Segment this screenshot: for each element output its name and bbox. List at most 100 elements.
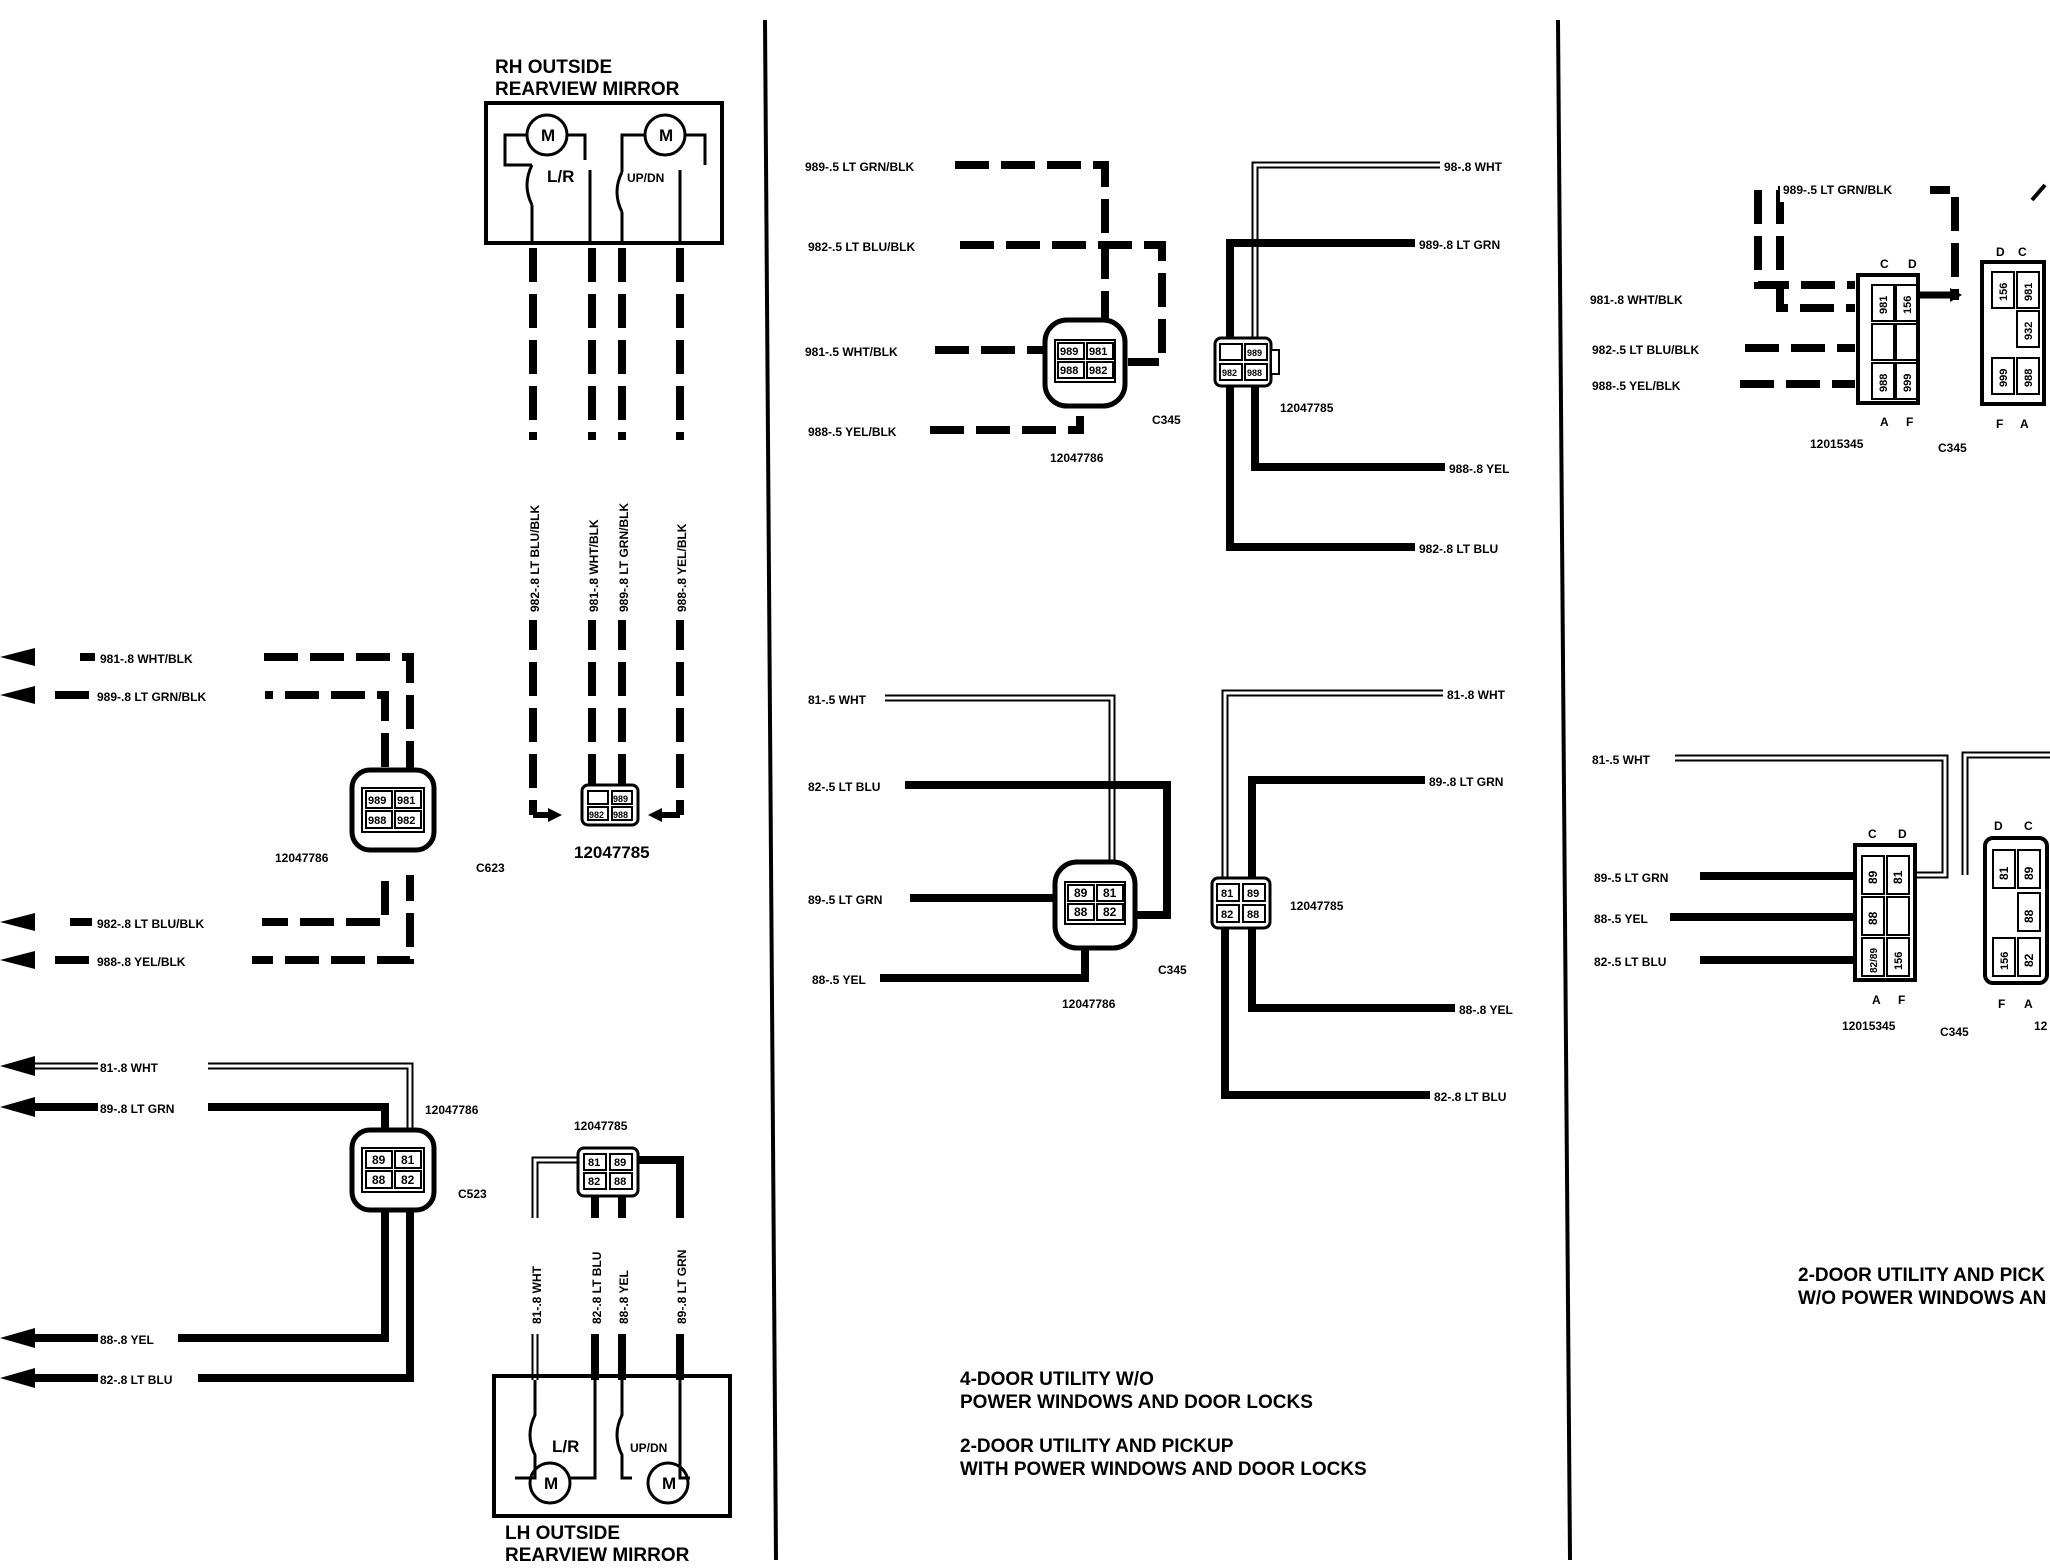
- wire-label: 981-.8 WHT/BLK: [1590, 293, 1683, 307]
- pin-label: 81: [1891, 870, 1905, 884]
- pin-letter: D: [1994, 819, 2003, 833]
- wire-label: 988-.8 YEL: [1449, 462, 1509, 476]
- pin-letter: F: [1996, 417, 2003, 431]
- pin-label: 988: [1878, 374, 1890, 392]
- wire-label: 989-.8 LT GRN/BLK: [97, 690, 206, 704]
- pin-letter: D: [1996, 245, 2005, 259]
- lh-wire-label: 89-.8 LT GRN: [675, 1250, 689, 1324]
- wire-label: 82-.5 LT BLU: [1594, 955, 1666, 969]
- right-bottom-mating-connector: D C 81 89 88 156 82 F A 12: [1983, 819, 2049, 1033]
- pin-label: 982: [1222, 368, 1237, 378]
- wire-label: 89-.8 LT GRN: [1429, 775, 1503, 789]
- rh-mirror-title-2: REARVIEW MIRROR: [495, 79, 680, 100]
- pin-label: 156: [1893, 952, 1905, 970]
- wire-label: 88-.5 YEL: [812, 973, 866, 987]
- connector-id: C345: [1158, 963, 1187, 977]
- lh-mirror-title-1: LH OUTSIDE: [505, 1523, 620, 1544]
- left-upper-connector: 989 981 988 982 12047786 C623: [275, 767, 505, 875]
- connector-id: C523: [458, 1187, 487, 1201]
- rh-wire-label: 989-.8 LT GRN/BLK: [617, 503, 631, 612]
- pin-label: 81: [1997, 866, 2011, 880]
- lh-wire-label: 88-.8 YEL: [617, 1270, 631, 1324]
- part-number: 12015345: [1810, 437, 1864, 451]
- wire-label: 89-.5 LT GRN: [1594, 871, 1668, 885]
- pin-letter: C: [2018, 245, 2027, 259]
- mid-top-wire-labels: 989-.5 LT GRN/BLK 982-.5 LT BLU/BLK 981-…: [805, 160, 915, 439]
- wire-label: 88-.8 YEL: [1459, 1003, 1513, 1017]
- wire-label: 982-.8 LT BLU/BLK: [97, 917, 204, 931]
- caption-line: WITH POWER WINDOWS AND DOOR LOCKS: [960, 1459, 1367, 1480]
- pin-label: 982: [397, 815, 415, 827]
- pin-label: 88: [372, 1173, 386, 1187]
- part-number: 12047786: [425, 1103, 479, 1117]
- motor-updn-label: UP/DN: [627, 171, 664, 185]
- wire-label: 82-.8 LT BLU: [100, 1373, 172, 1387]
- pin-label: 988: [1247, 368, 1262, 378]
- pin-letter: A: [2024, 997, 2033, 1011]
- motor-m-label: M: [544, 1474, 558, 1493]
- rh-wire-label: 982-.8 LT BLU/BLK: [528, 505, 542, 612]
- mid-top-right-labels: 98-.8 WHT 989-.8 LT GRN 988-.8 YEL 982-.…: [1419, 160, 1509, 556]
- pin-letter: F: [1898, 993, 1905, 1007]
- wire-label: 89-.8 LT GRN: [100, 1102, 174, 1116]
- pin-label: 156: [1998, 283, 2010, 301]
- pin-label: 156: [1902, 296, 1914, 314]
- right-top-wires: [1740, 186, 1959, 388]
- right-top-labels: 989-.5 LT GRN/BLK 981-.8 WHT/BLK 982-.5 …: [1590, 178, 1930, 393]
- rh-wire-label: 988-.8 YEL/BLK: [675, 523, 689, 612]
- mid-bot-connector-a: 89 81 88 82 12047786 C345: [1052, 859, 1187, 1011]
- arrow-icons: [0, 648, 35, 969]
- pin-label: 981: [2023, 283, 2035, 301]
- right-top-connector: C D 981 156 988 999 A F 12015345 C345: [1810, 257, 1967, 455]
- arrow-icons: [0, 1056, 35, 1388]
- right-captions: 2-DOOR UTILITY AND PICK W/O POWER WINDOW…: [1798, 1265, 2046, 1309]
- part-number: 12047785: [1280, 401, 1334, 415]
- right-top-mating-connector: D C 156 981 932 999 988 F A: [1918, 183, 2047, 431]
- pin-label: 81: [1221, 888, 1233, 900]
- right-bottom-connector: C D 89 81 88 82/89 156 A F 12015345 C345: [1842, 827, 1969, 1039]
- caption-line: 2-DOOR UTILITY AND PICK: [1798, 1265, 2045, 1286]
- pin-letter: F: [1998, 997, 2005, 1011]
- pin-label: 88: [1866, 911, 1880, 925]
- part-number: 12047785: [1290, 899, 1344, 913]
- pin-label: 81: [588, 1157, 600, 1169]
- mid-top-connector-a: 989 981 988 982 12047786 C345: [1042, 317, 1181, 465]
- pin-label: 81: [1103, 886, 1117, 900]
- rh-connector: 989 982 988 12047785: [574, 783, 650, 862]
- pin-label: 989: [613, 794, 628, 804]
- pin-letter: C: [1880, 257, 1889, 271]
- motor-lr-label: L/R: [552, 1437, 579, 1456]
- mid-bot-left-labels: 81-.5 WHT 82-.5 LT BLU 89-.5 LT GRN 88-.…: [808, 693, 882, 987]
- caption-line: POWER WINDOWS AND DOOR LOCKS: [960, 1392, 1313, 1413]
- pin-label: 932: [2023, 322, 2035, 340]
- wire-label: 982-.5 LT BLU/BLK: [1592, 343, 1699, 357]
- part-number: 12047785: [574, 1119, 628, 1133]
- pin-label: 82: [588, 1176, 600, 1188]
- pin-label: 88: [1074, 905, 1088, 919]
- mid-captions: 4-DOOR UTILITY W/O POWER WINDOWS AND DOO…: [960, 1369, 1367, 1480]
- pin-label: 981: [1878, 296, 1890, 314]
- wire-label: 988-.8 YEL/BLK: [97, 955, 186, 969]
- wire-label: 988-.5 YEL/BLK: [808, 425, 897, 439]
- pin-label: 989: [368, 795, 386, 807]
- part-number: 12047786: [1062, 997, 1116, 1011]
- wire-label: 989-.5 LT GRN/BLK: [805, 160, 914, 174]
- wire-label: 81-.8 WHT: [100, 1061, 159, 1075]
- connector-id: C623: [476, 861, 505, 875]
- pin-label: 82: [2022, 953, 2036, 967]
- pin-letter: A: [1880, 415, 1889, 429]
- mid-bot-connector-b: 81 89 82 88 12047785: [1210, 876, 1344, 930]
- wire-label: 982-.8 LT BLU: [1419, 542, 1498, 556]
- mid-top-dashed-wires: [930, 161, 1166, 434]
- connector-id: C345: [1938, 441, 1967, 455]
- wire-label: 82-.5 LT BLU: [808, 780, 880, 794]
- pin-label: 988: [1060, 365, 1078, 377]
- pin-label: 89: [2022, 866, 2036, 880]
- left-upper-wire-labels: 981-.8 WHT/BLK 989-.8 LT GRN/BLK 982-.8 …: [90, 645, 265, 972]
- pin-letter: D: [1908, 257, 1917, 271]
- caption-line: 4-DOOR UTILITY W/O: [960, 1369, 1154, 1390]
- lh-wire-label: 81-.8 WHT: [530, 1265, 544, 1324]
- right-bottom-labels: 81-.5 WHT 89-.5 LT GRN 88-.5 YEL 82-.5 L…: [1592, 753, 1668, 969]
- left-lower-connector: 89 81 88 82 12047786 C523: [349, 1103, 487, 1213]
